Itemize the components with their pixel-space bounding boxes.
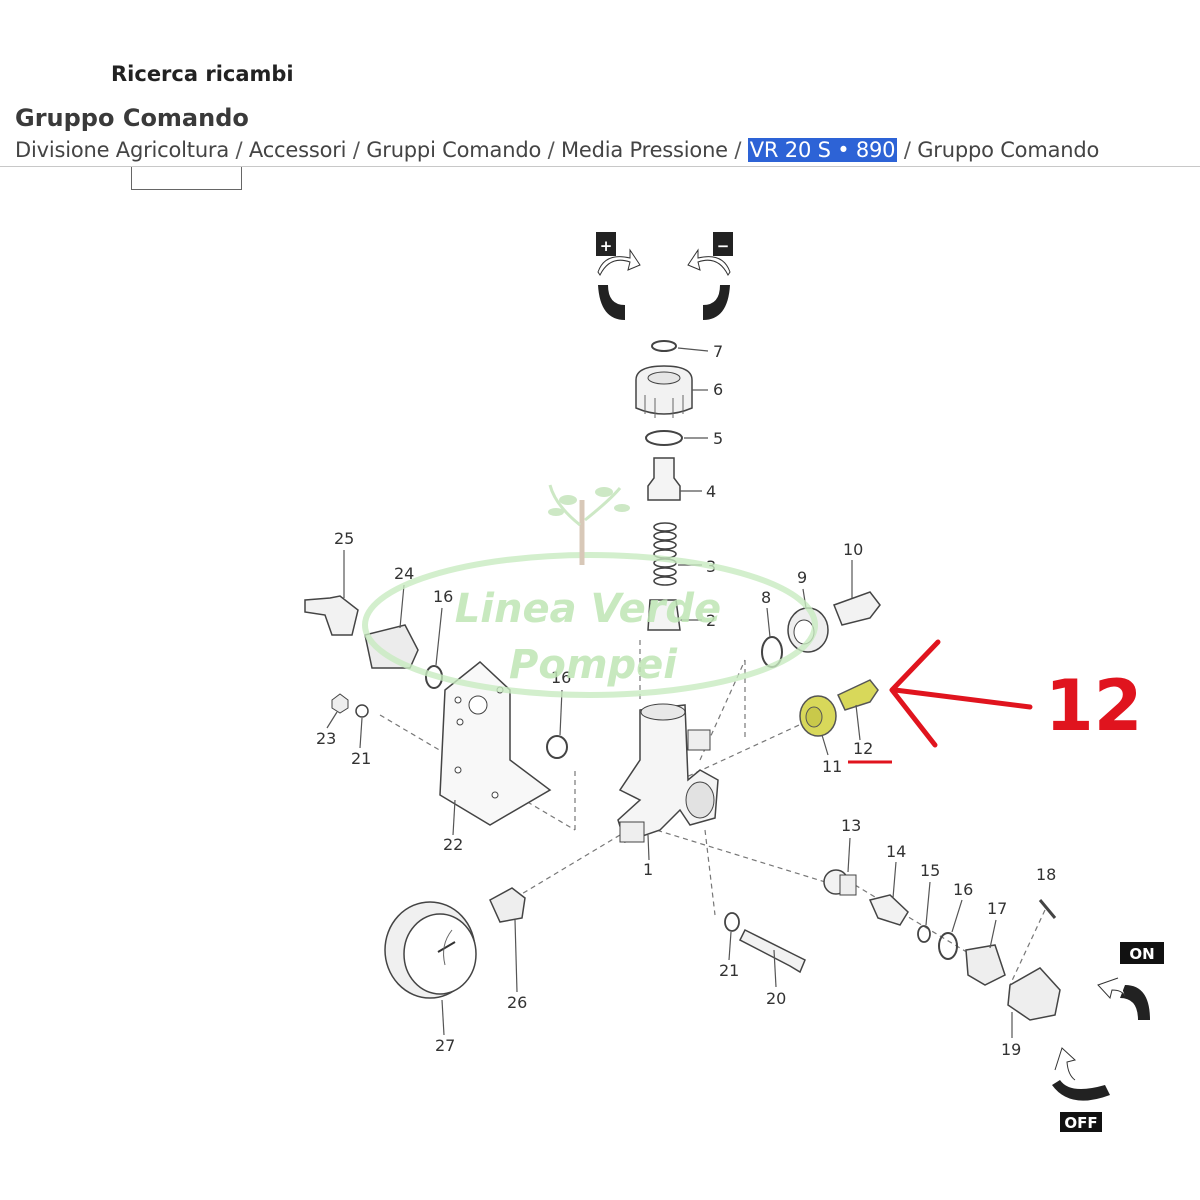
part-11-nut-highlighted [799, 695, 837, 737]
callout-number: 12 [1045, 665, 1142, 747]
part-spring [653, 522, 677, 586]
label-part-2: 2 [706, 611, 716, 630]
breadcrumb-separator: / [734, 138, 742, 162]
label-part-22: 22 [443, 835, 463, 854]
label-part-16: 16 [953, 880, 973, 899]
label-part-9: 9 [797, 568, 807, 587]
label-part-23: 23 [316, 729, 336, 748]
breadcrumb-item-divisione-agricoltura[interactable]: Divisione Agricoltura [15, 138, 230, 162]
label-part-12: 12 [853, 739, 873, 758]
label-part-25: 25 [334, 529, 354, 548]
label-part-21: 21 [351, 749, 371, 768]
label-part-7: 7 [713, 342, 723, 361]
label-part-15: 15 [920, 861, 940, 880]
model-selector-box [131, 167, 242, 190]
search-parts-title: Ricerca ricambi [111, 62, 294, 86]
part-valve-body [617, 703, 719, 843]
off-label: OFF [1064, 1114, 1097, 1132]
breadcrumb-item-media-pressione[interactable]: Media Pressione [560, 138, 728, 162]
label-part-8: 8 [761, 588, 771, 607]
rotate-counterclockwise-icon: − [687, 232, 733, 320]
label-part-6: 6 [713, 380, 723, 399]
label-part-4: 4 [706, 482, 716, 501]
breadcrumb-item-accessori[interactable]: Accessori [248, 138, 347, 162]
watermark-line2: Pompei [509, 642, 678, 688]
part-bracket [439, 661, 552, 826]
label-part-19: 19 [1001, 1040, 1021, 1059]
on-indicator: ON [1097, 942, 1164, 1020]
part-labels: 1 2 3 4 5 6 7 8 9 10 11 12 13 14 15 16 1… [316, 342, 1056, 1059]
breadcrumb-item-vr20s-890[interactable]: VR 20 S • 890 [747, 138, 898, 162]
part-12-callout: 12 [848, 639, 1142, 764]
label-part-1: 1 [643, 860, 653, 879]
label-part-21: 21 [719, 961, 739, 980]
plus-label: + [600, 237, 613, 255]
label-part-18: 18 [1036, 865, 1056, 884]
header-divider [0, 166, 1200, 167]
label-part-10: 10 [843, 540, 863, 559]
label-part-5: 5 [713, 429, 723, 448]
off-indicator: OFF [1052, 1047, 1110, 1132]
breadcrumb-item-gruppo-comando: Gruppo Comando [917, 138, 1100, 162]
label-part-16: 16 [433, 587, 453, 606]
minus-label: − [717, 237, 730, 255]
label-part-13: 13 [841, 816, 861, 835]
part-12-fitting-highlighted [837, 679, 879, 711]
label-part-27: 27 [435, 1036, 455, 1055]
breadcrumb-separator: / [903, 138, 911, 162]
breadcrumb: Divisione Agricoltura / Accessori / Grup… [15, 138, 1099, 162]
label-part-14: 14 [886, 842, 906, 861]
label-part-20: 20 [766, 989, 786, 1008]
rotate-clockwise-icon: + [596, 232, 641, 320]
watermark-logo: Linea Verde Pompei [362, 484, 818, 698]
label-part-11: 11 [822, 757, 842, 776]
watermark-line1: Linea Verde [455, 586, 721, 632]
label-part-24: 24 [394, 564, 414, 583]
breadcrumb-separator: / [352, 138, 360, 162]
breadcrumb-separator: / [235, 138, 243, 162]
part-knob [635, 365, 693, 418]
breadcrumb-separator: / [547, 138, 555, 162]
label-part-17: 17 [987, 899, 1007, 918]
label-part-16: 16 [551, 668, 571, 687]
label-part-26: 26 [507, 993, 527, 1012]
page-title: Gruppo Comando [15, 104, 249, 132]
breadcrumb-item-gruppi-comando[interactable]: Gruppi Comando [366, 138, 542, 162]
part-pressure-gauge [384, 901, 477, 999]
on-label: ON [1129, 945, 1154, 963]
